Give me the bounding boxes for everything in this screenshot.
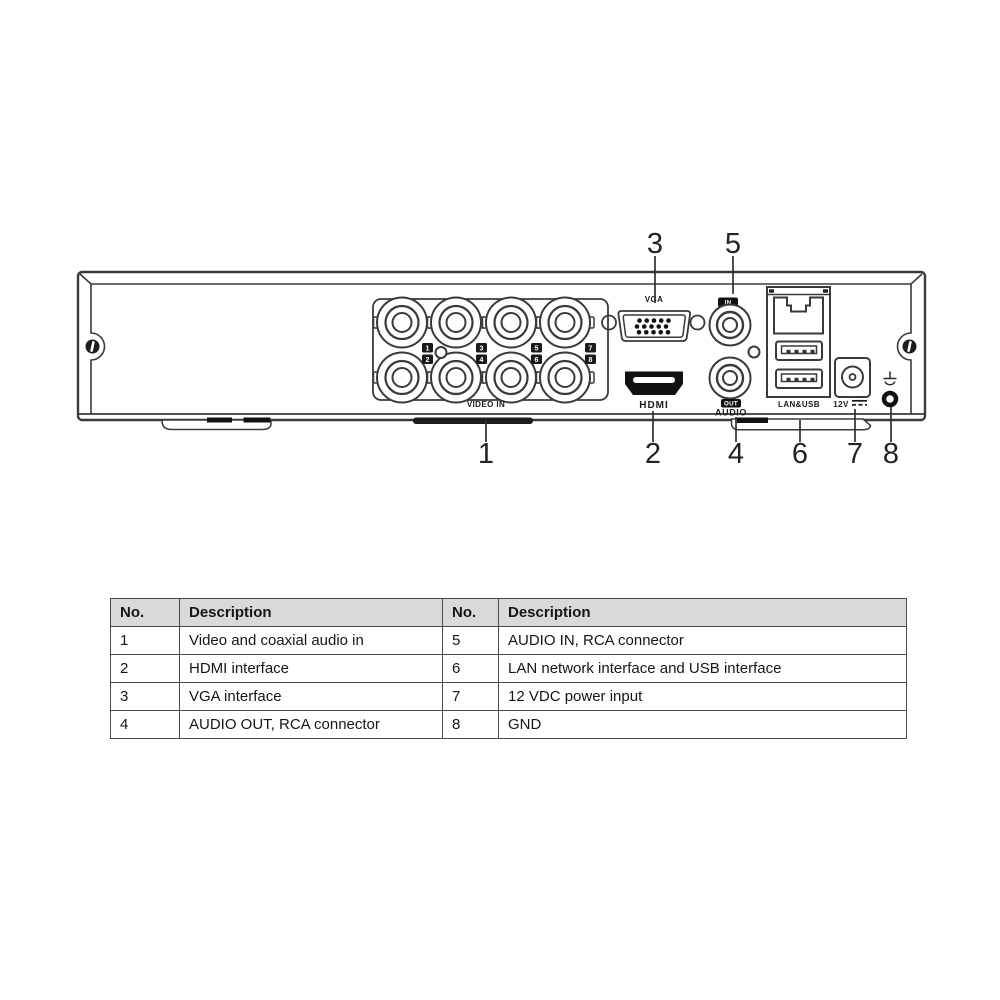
audio-section: IN OUT AUDIO <box>708 297 761 418</box>
hdmi-connector: HDMI <box>625 371 683 411</box>
table-row: 3 VGA interface 7 12 VDC power input <box>110 682 907 711</box>
header-description-right: Description <box>498 598 907 627</box>
table-cell: 4 <box>110 710 180 739</box>
description-table: No. Description No. Description 1 Video … <box>110 598 907 739</box>
vga-pins <box>634 318 671 335</box>
table-cell: Video and coaxial audio in <box>179 626 443 655</box>
table-cell: VGA interface <box>179 682 443 711</box>
table-cell: 3 <box>110 682 180 711</box>
vga-connector: VGA <box>601 295 706 342</box>
bnc-block-hole <box>434 346 448 359</box>
channel-badge: 2 <box>426 357 430 364</box>
audio-out-badge: OUT <box>724 401 738 408</box>
bnc-connector <box>426 351 486 404</box>
callout-7: 7 <box>847 438 863 470</box>
gnd-screw <box>881 390 899 408</box>
bnc-video-in-block: 1 2 3 4 5 6 7 8 VIDEO IN <box>372 296 609 409</box>
table-cell: 2 <box>110 654 180 683</box>
hdmi-label: HDMI <box>639 400 669 411</box>
bnc-connector <box>535 296 595 349</box>
header-description-left: Description <box>179 598 443 627</box>
callout-4: 4 <box>728 438 744 470</box>
gnd-terminal <box>881 371 899 408</box>
channel-badge: 6 <box>535 357 539 364</box>
table-cell: 5 <box>442 626 499 655</box>
channel-badge: 1 <box>426 346 430 353</box>
table-cell: AUDIO OUT, RCA connector <box>179 710 443 739</box>
dc-symbol <box>852 399 867 406</box>
audio-out-rca <box>708 356 752 400</box>
bnc-connector <box>372 351 432 404</box>
table-cell: 12 VDC power input <box>498 682 907 711</box>
callout-numbers: 3 5 1 2 4 6 7 8 <box>478 228 899 470</box>
channel-badge: 7 <box>589 346 593 353</box>
channel-badge: 8 <box>589 357 593 364</box>
bnc-connector <box>426 296 486 349</box>
table-cell: 8 <box>442 710 499 739</box>
table-cell: HDMI interface <box>179 654 443 683</box>
power-label: 12V <box>833 400 849 409</box>
left-panel-screw <box>85 339 100 354</box>
header-no-left: No. <box>110 598 180 627</box>
usb-port <box>775 340 823 361</box>
ground-symbol-icon <box>883 371 897 386</box>
audio-in-badge: IN <box>725 300 732 307</box>
bnc-channel-badges: 1 2 3 4 5 6 7 8 <box>422 343 596 364</box>
table-row: 2 HDMI interface 6 LAN network interface… <box>110 654 907 683</box>
vga-label: VGA <box>645 295 664 304</box>
bnc-connectors <box>372 296 595 404</box>
rear-panel-diagram: 1 2 3 4 5 6 7 8 VIDEO IN VGA <box>76 228 927 470</box>
channel-badge: 4 <box>480 357 484 364</box>
video-in-label: VIDEO IN <box>467 400 505 409</box>
channel-badge: 5 <box>535 346 539 353</box>
callout-6: 6 <box>792 438 808 470</box>
header-no-right: No. <box>442 598 499 627</box>
power-jack: 12V <box>833 357 871 409</box>
channel-badge: 3 <box>480 346 484 353</box>
table-cell: 6 <box>442 654 499 683</box>
callout-8: 8 <box>883 438 899 470</box>
table-cell: LAN network interface and USB interface <box>498 654 907 683</box>
callout-5: 5 <box>725 228 741 260</box>
table-header-row: No. Description No. Description <box>110 598 907 627</box>
table-cell: 1 <box>110 626 180 655</box>
audio-label: AUDIO <box>715 408 747 418</box>
table-cell: GND <box>498 710 907 739</box>
table-row: 1 Video and coaxial audio in 5 AUDIO IN,… <box>110 626 907 655</box>
callouts <box>485 256 892 442</box>
audio-in-rca <box>708 303 752 347</box>
table-row: 4 AUDIO OUT, RCA connector 8 GND <box>110 710 907 739</box>
usb-port <box>775 368 823 389</box>
right-panel-screw <box>902 339 917 354</box>
lan-port <box>773 296 824 335</box>
table-cell: AUDIO IN, RCA connector <box>498 626 907 655</box>
lan-usb-block: LAN&USB <box>766 286 831 409</box>
callout-2: 2 <box>645 438 661 470</box>
chassis-feet <box>161 417 872 431</box>
table-cell: 7 <box>442 682 499 711</box>
lan-usb-label: LAN&USB <box>778 400 820 409</box>
callout-3: 3 <box>647 228 663 260</box>
bnc-connector <box>535 351 595 404</box>
audio-hole <box>747 345 761 359</box>
callout-1: 1 <box>478 438 494 470</box>
